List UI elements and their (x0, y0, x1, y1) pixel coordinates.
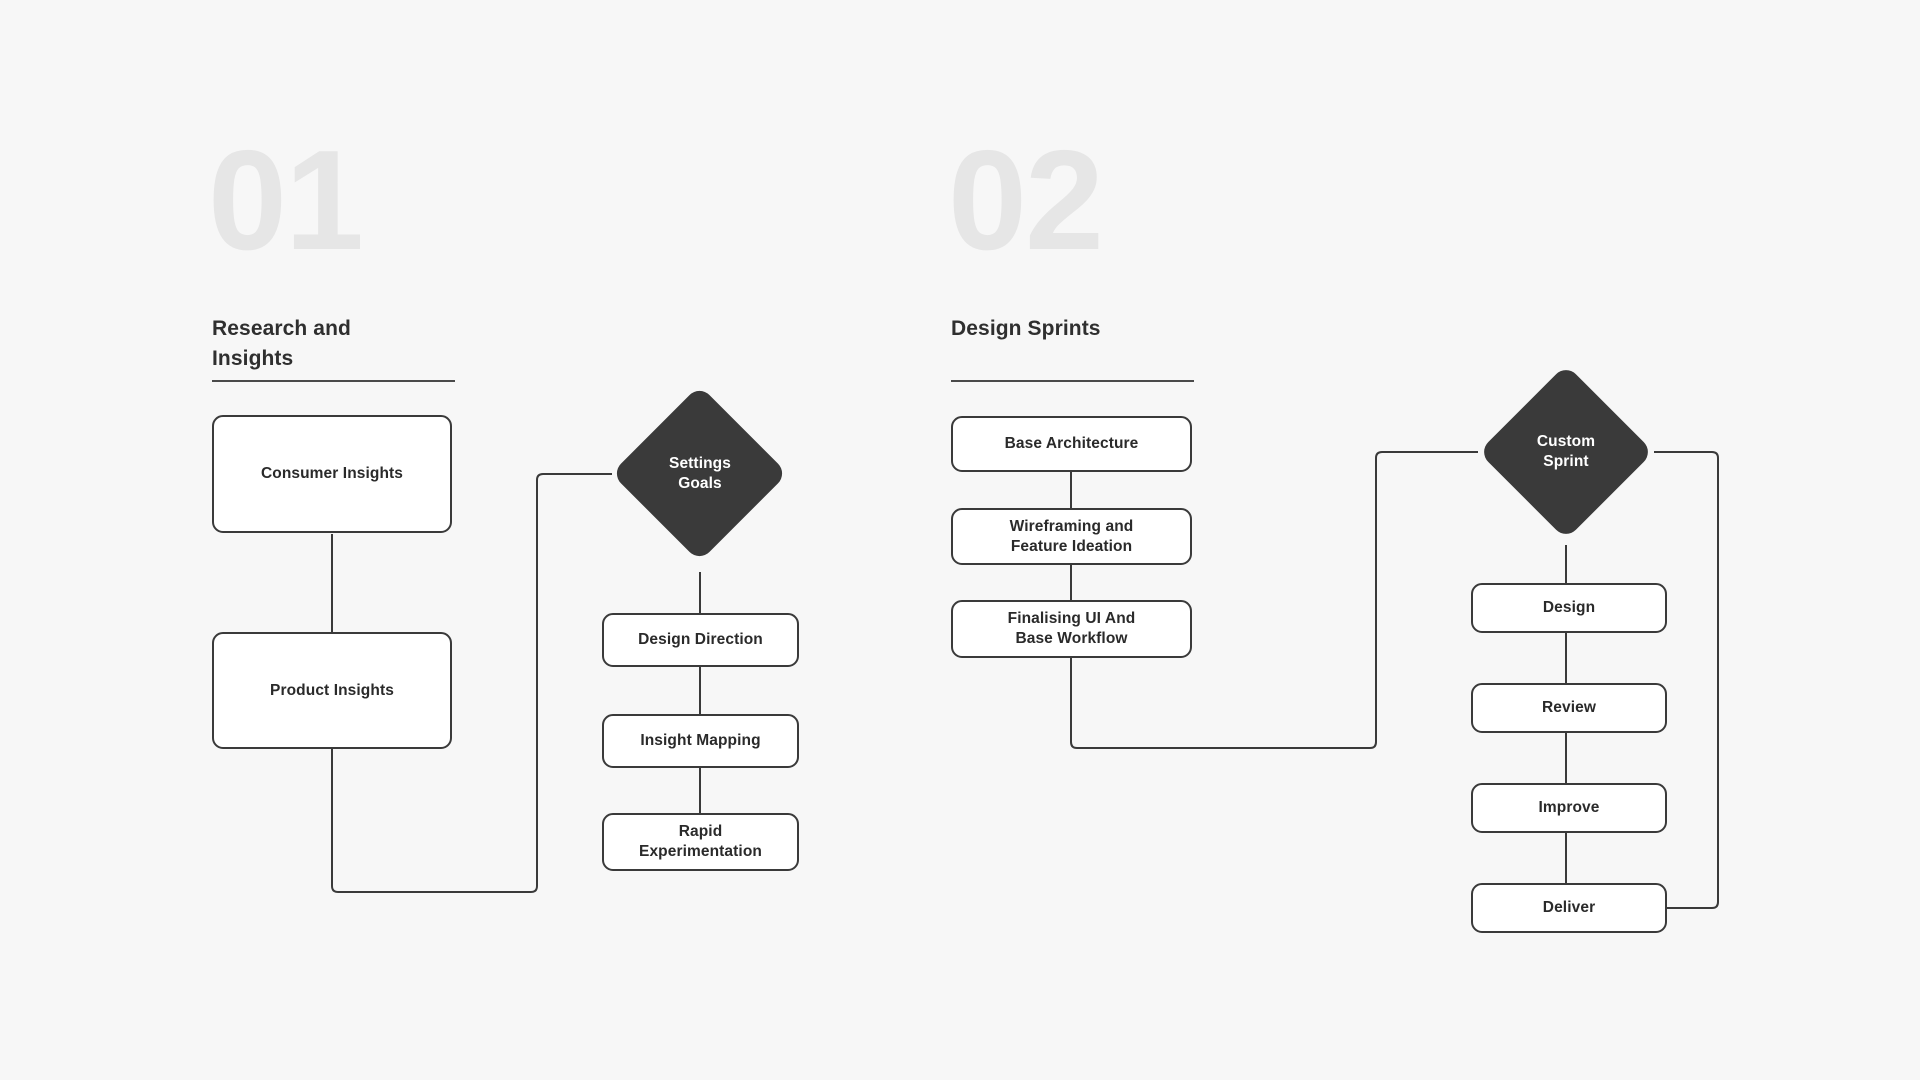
node-review[interactable]: Review (1471, 683, 1667, 733)
node-label: Wireframing and Feature Ideation (1009, 517, 1134, 555)
node-rapid-experimentation[interactable]: Rapid Experimentation (602, 813, 799, 871)
node-label: Design Direction (638, 631, 763, 649)
node-wireframing-feature-ideation[interactable]: Wireframing and Feature Ideation (951, 508, 1192, 565)
node-label: Deliver (1542, 899, 1596, 917)
node-improve[interactable]: Improve (1471, 783, 1667, 833)
node-label: Improve (1538, 799, 1600, 817)
node-label: Product Insights (270, 681, 394, 699)
node-design[interactable]: Design (1471, 583, 1667, 633)
node-insight-mapping[interactable]: Insight Mapping (602, 714, 799, 768)
node-label: Design (1542, 599, 1596, 617)
section-divider-01 (212, 380, 455, 382)
section-number-02: 02 (948, 121, 1104, 280)
node-label: Finalising UI And Base Workflow (1007, 610, 1136, 647)
node-label: Insight Mapping (640, 732, 761, 750)
node-consumer-insights[interactable]: Consumer Insights (212, 415, 452, 533)
section-divider-02 (951, 380, 1194, 382)
section-title-01: Research and Insights (212, 317, 351, 370)
connector-custom-sprint-loop-to-deliver (1654, 451, 1719, 909)
node-label: Consumer Insights (260, 465, 404, 483)
node-deliver[interactable]: Deliver (1471, 883, 1667, 933)
node-base-architecture[interactable]: Base Architecture (951, 416, 1192, 472)
node-design-direction[interactable]: Design Direction (602, 613, 799, 667)
diamond-custom-sprint-label: Custom Sprint (1536, 433, 1596, 470)
node-label: Review (1541, 699, 1597, 717)
node-label: Rapid Experimentation (639, 823, 762, 860)
node-finalising-ui-base-workflow[interactable]: Finalising UI And Base Workflow (951, 600, 1192, 658)
node-label: Base Architecture (1004, 435, 1139, 453)
section-number-01: 01 (208, 121, 364, 280)
section-title-02: Design Sprints (951, 317, 1101, 340)
diamond-settings-goals-label: Settings Goals (669, 455, 731, 492)
node-product-insights[interactable]: Product Insights (212, 632, 452, 749)
